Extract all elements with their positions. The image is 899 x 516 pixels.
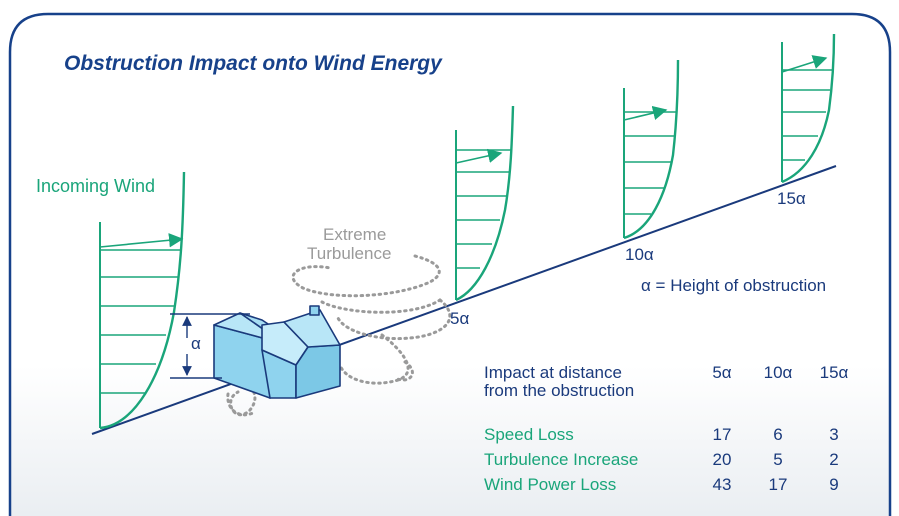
ground-line <box>91 165 837 435</box>
extreme-label: Extreme <box>323 225 387 244</box>
col-5a: 5α <box>712 363 732 382</box>
table-row: Wind Power Loss 43 17 9 <box>484 472 862 497</box>
cell-value: 17 <box>768 474 788 494</box>
cell-value: 3 <box>829 424 839 444</box>
alpha-legend: α = Height of obstruction <box>641 276 827 295</box>
table-row: Speed Loss 17 6 3 <box>484 422 862 447</box>
distance-5a-label: 5α <box>450 309 470 328</box>
cell-value: 20 <box>712 449 732 469</box>
wind-profile-5a <box>455 105 515 302</box>
table-row: Turbulence Increase 20 5 2 <box>484 447 862 472</box>
cell-value: 9 <box>829 474 839 494</box>
row-label-speed-loss: Speed Loss <box>484 424 574 444</box>
incoming-wind-profile <box>99 171 186 430</box>
impact-table-header: Impact at distance from the obstruction … <box>484 364 862 422</box>
frame-border <box>8 12 892 516</box>
incoming-wind-label: Incoming Wind <box>36 176 156 196</box>
turbulence-label: Turbulence <box>307 244 392 263</box>
impact-header-line1: Impact at distance <box>484 363 622 382</box>
col-15a: 15α <box>819 363 849 382</box>
wind-profile-10a <box>623 59 680 240</box>
cell-value: 2 <box>829 449 839 469</box>
diagram-title: Obstruction Impact onto Wind Energy <box>64 52 442 75</box>
impact-header-label: Impact at distance from the obstruction <box>484 364 694 422</box>
alpha-marker-label: α <box>191 334 201 353</box>
distance-15a-label: 15α <box>777 189 806 208</box>
row-label-turbulence-increase: Turbulence Increase <box>484 449 639 469</box>
alpha-dimension <box>170 313 250 379</box>
row-label-wind-power-loss: Wind Power Loss <box>484 474 617 494</box>
impact-header-line2: from the obstruction <box>484 381 635 400</box>
col-10a: 10α <box>763 363 793 382</box>
distance-10a-label: 10α <box>625 245 654 264</box>
impact-table: Impact at distance from the obstruction … <box>484 364 862 497</box>
cell-value: 43 <box>712 474 732 494</box>
cell-value: 6 <box>773 424 783 444</box>
cell-value: 5 <box>773 449 783 469</box>
house-obstruction <box>213 305 341 399</box>
cell-value: 17 <box>712 424 732 444</box>
wind-profile-15a <box>781 33 836 184</box>
